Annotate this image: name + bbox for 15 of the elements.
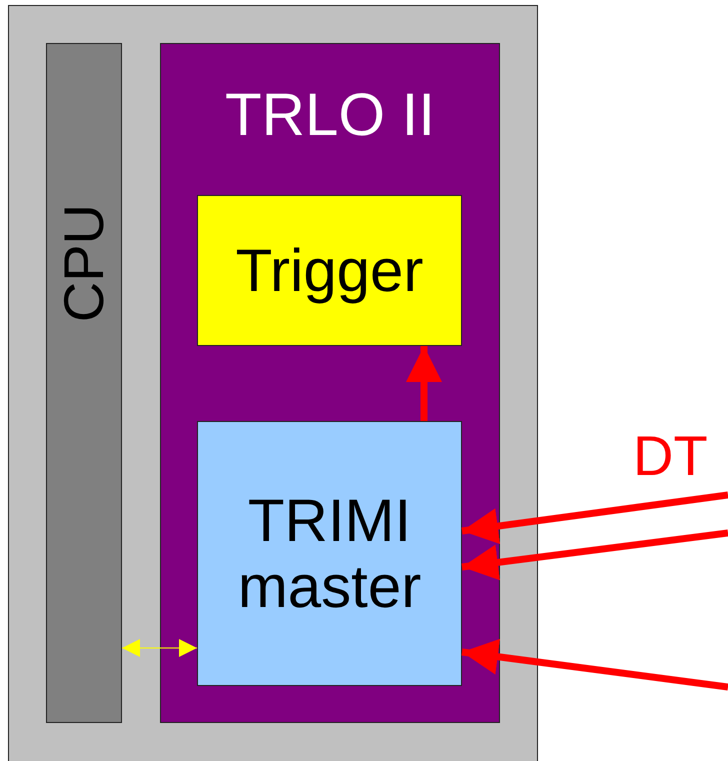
arrow xyxy=(462,492,728,544)
master-box xyxy=(197,421,462,686)
trigger-box xyxy=(197,195,462,346)
cpu-module xyxy=(46,43,122,723)
board-panel xyxy=(8,5,538,761)
node-label: CPU xyxy=(53,204,115,322)
arrow xyxy=(122,639,198,657)
module-panel xyxy=(160,43,500,723)
node-label: Trigger xyxy=(236,238,424,304)
signal-label: DT xyxy=(633,428,708,484)
arrow xyxy=(462,638,728,690)
arrow xyxy=(406,346,442,421)
arrow xyxy=(462,530,728,580)
node-label: TRLO II xyxy=(224,82,436,148)
node-label: TRIMI master xyxy=(236,488,422,620)
